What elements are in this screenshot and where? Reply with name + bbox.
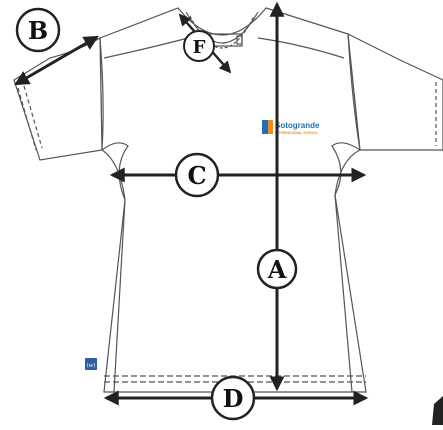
left-armhole-seam: [99, 37, 104, 151]
svg-text:D: D: [223, 384, 244, 413]
brand-badge-text: (w): [87, 362, 96, 369]
right-side-seam: [334, 194, 353, 393]
left-cuff-stitch: [17, 87, 37, 151]
right-sleeve: [347, 32, 443, 151]
tshirt-outline: [13, 7, 443, 393]
logo-tagline: INTERNATIONAL SCHOOL: [275, 131, 318, 135]
label-c: C: [174, 152, 220, 198]
svg-text:A: A: [267, 255, 287, 284]
right-armhole-seam: [347, 33, 361, 151]
measurement-labels: A B C D F: [15, 7, 298, 421]
label-f: F: [183, 30, 215, 62]
left-sleeve: [13, 36, 103, 161]
label-b: B: [15, 7, 61, 53]
logo-name: Sotogrande: [275, 121, 320, 130]
arrow-b: [14, 35, 99, 86]
tshirt-body: [99, 7, 367, 393]
right-yoke-seam: [257, 37, 345, 59]
logo-mark-blue: [262, 120, 268, 134]
svg-text:F: F: [193, 37, 206, 58]
svg-text:B: B: [28, 16, 48, 45]
collar-tag-inner: [236, 35, 243, 45]
left-cuff-stitch-2: [23, 85, 43, 149]
left-side-seam: [113, 199, 126, 393]
adjacent-garment-fragment: [432, 396, 443, 425]
school-logo: Sotogrande INTERNATIONAL SCHOOL: [262, 120, 320, 135]
label-a: A: [256, 248, 298, 290]
brand-badge: (w): [85, 358, 97, 370]
svg-text:C: C: [187, 161, 206, 190]
label-d: D: [210, 375, 256, 421]
logo-mark-orange: [268, 120, 273, 134]
